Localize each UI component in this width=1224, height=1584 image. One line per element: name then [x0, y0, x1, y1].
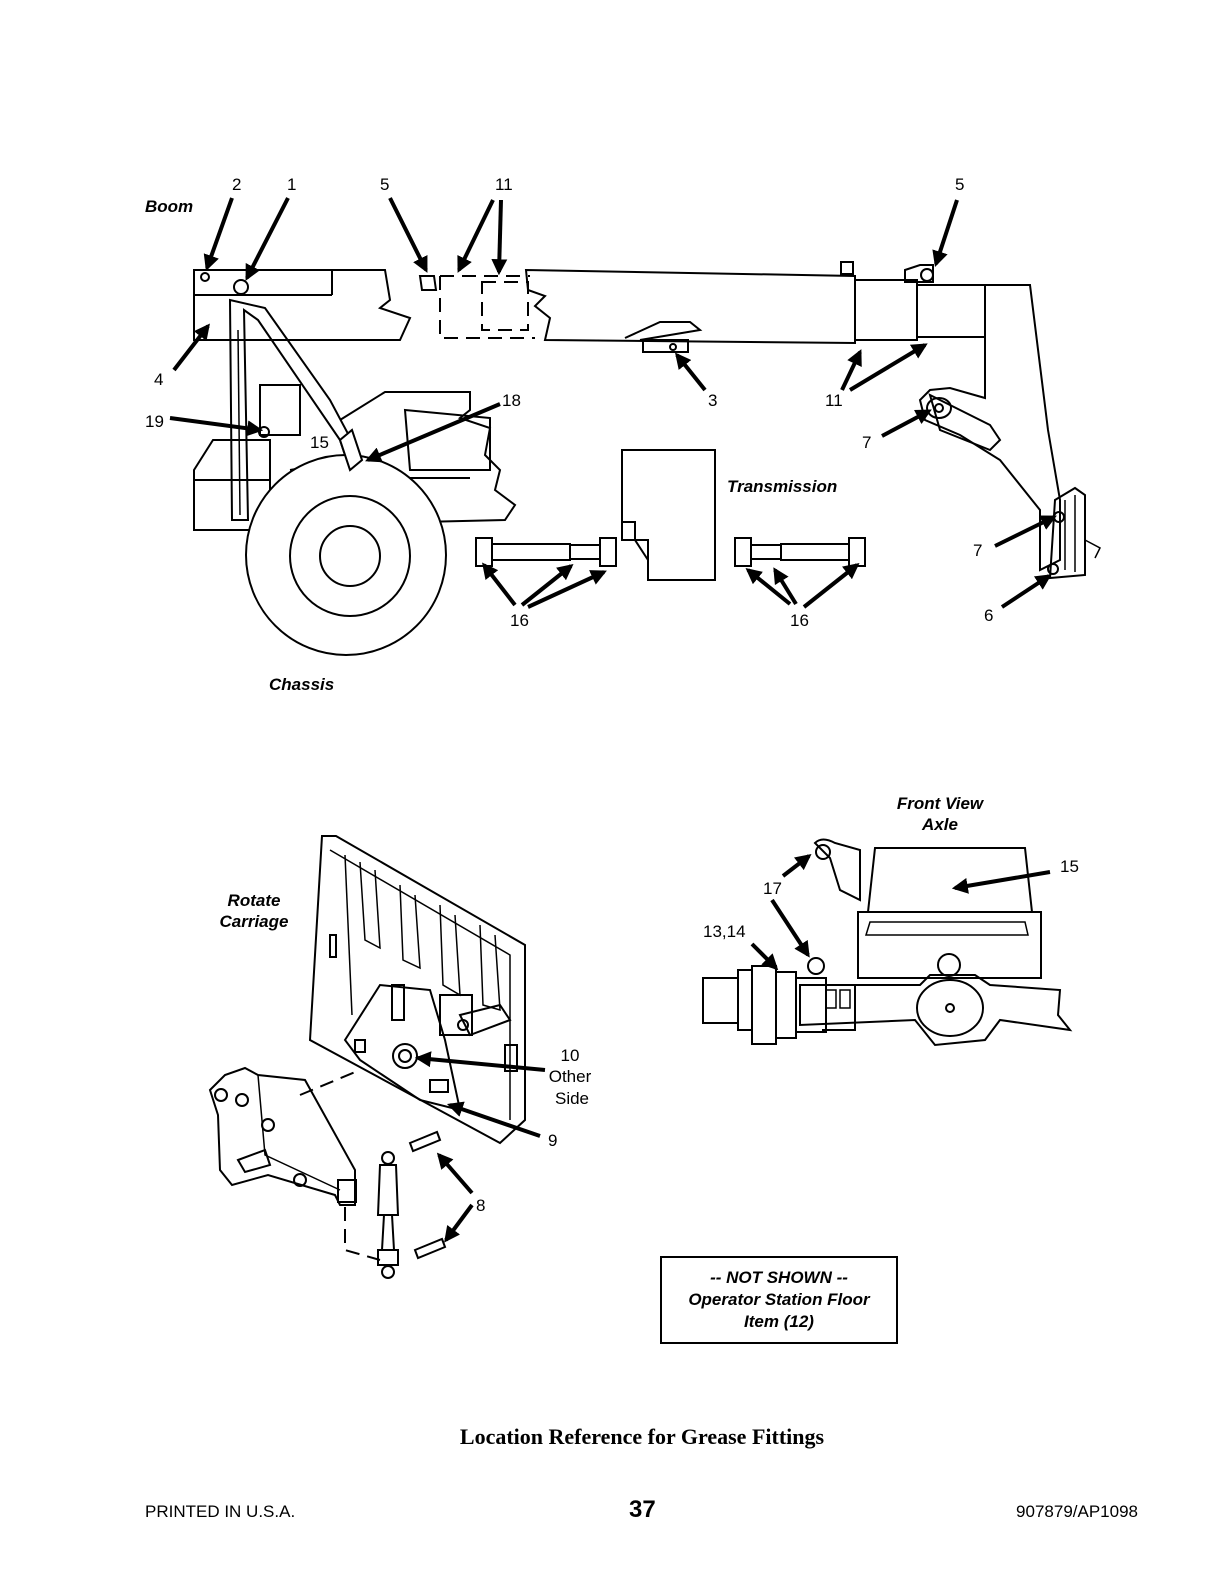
section-label-boom: Boom	[145, 197, 193, 216]
callout-9: 9	[548, 1131, 557, 1150]
section-label-front-view: Front View	[897, 794, 985, 813]
section-label-carriage: Carriage	[220, 912, 289, 931]
document-number: 907879/AP1098	[1016, 1502, 1138, 1522]
callout-16: 16	[790, 611, 809, 630]
callout-7: 7	[862, 433, 871, 452]
callout-7: 7	[973, 541, 982, 560]
callout-1: 1	[287, 175, 296, 194]
callout-15: 15	[310, 433, 329, 452]
callout-15: 15	[1060, 857, 1079, 876]
section-label-chassis: Chassis	[269, 675, 334, 694]
note-line-2: Operator Station Floor	[662, 1289, 896, 1311]
figure-caption: Location Reference for Grease Fittings	[0, 1424, 1224, 1450]
callout-5: 5	[955, 175, 964, 194]
callout-10-other: Other	[549, 1067, 592, 1086]
section-label-transmission: Transmission	[727, 477, 837, 496]
note-line-3: Item (12)	[662, 1311, 896, 1333]
callout-10-side: Side	[555, 1089, 589, 1108]
section-label-axle: Axle	[921, 815, 958, 834]
section-label-rotate: Rotate	[228, 891, 281, 910]
footer-printed: PRINTED IN U.S.A.	[145, 1502, 295, 1522]
not-shown-note: -- NOT SHOWN -- Operator Station Floor I…	[660, 1256, 898, 1344]
page-number: 37	[629, 1496, 656, 1524]
callout-10: 10	[561, 1046, 580, 1065]
note-line-1: -- NOT SHOWN --	[662, 1267, 896, 1289]
callout-4: 4	[154, 370, 163, 389]
callout-19: 19	[145, 412, 164, 431]
front-axle-drawing	[703, 840, 1070, 1046]
callout-13-14: 13,14	[703, 922, 746, 941]
callout-2: 2	[232, 175, 241, 194]
callout-labels: 2 1 5 11 5 4 19 15 18 3 11 7 7 6 16 16 1…	[145, 175, 1079, 1215]
callout-3: 3	[708, 391, 717, 410]
callout-17: 17	[763, 879, 782, 898]
boom-chassis-drawing	[194, 262, 1100, 655]
callout-11: 11	[495, 175, 513, 194]
callout-18: 18	[502, 391, 521, 410]
callout-5: 5	[380, 175, 389, 194]
callout-11: 11	[825, 391, 843, 410]
callout-8: 8	[476, 1196, 485, 1215]
callout-16: 16	[510, 611, 529, 630]
callout-6: 6	[984, 606, 993, 625]
